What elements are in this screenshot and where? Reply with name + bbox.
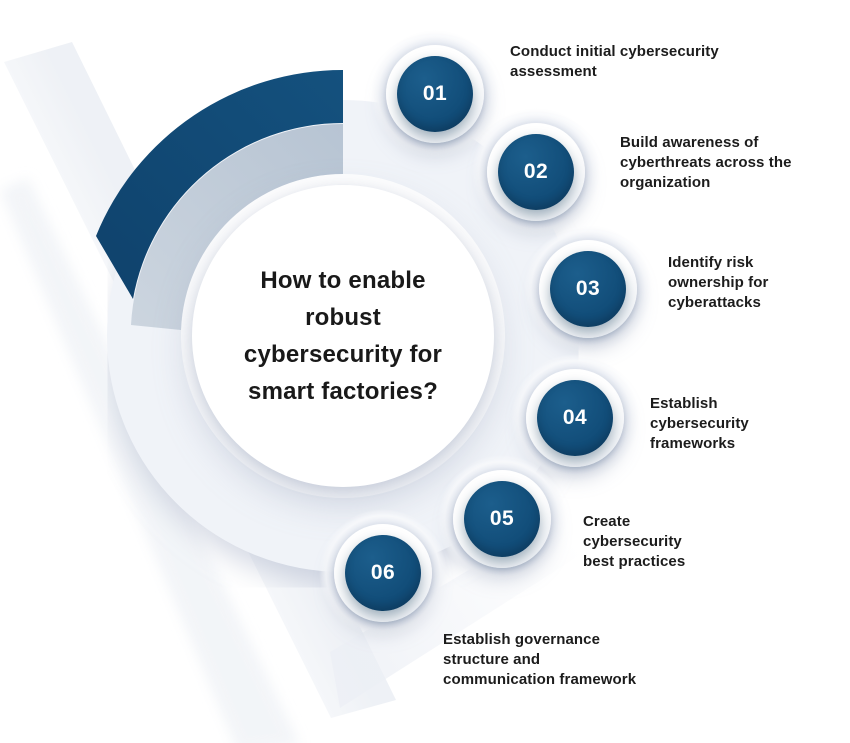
medallion-disc-navy: 05 — [464, 481, 540, 557]
step-05-label: Create cybersecurity best practices — [583, 513, 686, 570]
donut-ring-inner-gap — [181, 174, 505, 498]
step-05-medallion: 05 — [438, 455, 566, 583]
medallion-disc-navy: 02 — [498, 134, 574, 210]
progress-arc-dark — [96, 69, 343, 299]
diagram-title: How to enable robust cybersecurity for s… — [243, 267, 443, 405]
medallion-disc-navy: 03 — [550, 251, 626, 327]
medallion-disc-navy: 06 — [345, 535, 421, 611]
step-01-medallion: 01 — [371, 30, 499, 158]
step-number: 05 — [489, 507, 515, 530]
step-number: 04 — [562, 406, 588, 429]
step-04-label: Establish cybersecurity frameworks — [650, 395, 749, 452]
step-06-medallion: 06 — [319, 509, 447, 637]
step-04-medallion: 04 — [511, 354, 639, 482]
step-number: 06 — [370, 561, 396, 584]
medallion-disc-navy: 01 — [397, 56, 473, 132]
step-number: 02 — [523, 160, 549, 183]
medallion-disc-navy: 04 — [537, 380, 613, 456]
center-circle: How to enable robust cybersecurity for s… — [192, 185, 494, 487]
step-03-medallion: 03 — [524, 225, 652, 353]
step-02-medallion: 02 — [472, 108, 600, 236]
step-01-label: Conduct initial cybersecurity assessment — [510, 43, 719, 80]
step-02-label: Build awareness of cyberthreats across t… — [620, 134, 792, 191]
step-number: 01 — [422, 82, 448, 105]
progress-arc-light — [131, 123, 343, 330]
step-03-label: Identify risk ownership for cyberattacks — [668, 254, 769, 311]
step-06-label: Establish governance structure and commu… — [443, 631, 637, 688]
step-number: 03 — [575, 277, 601, 300]
